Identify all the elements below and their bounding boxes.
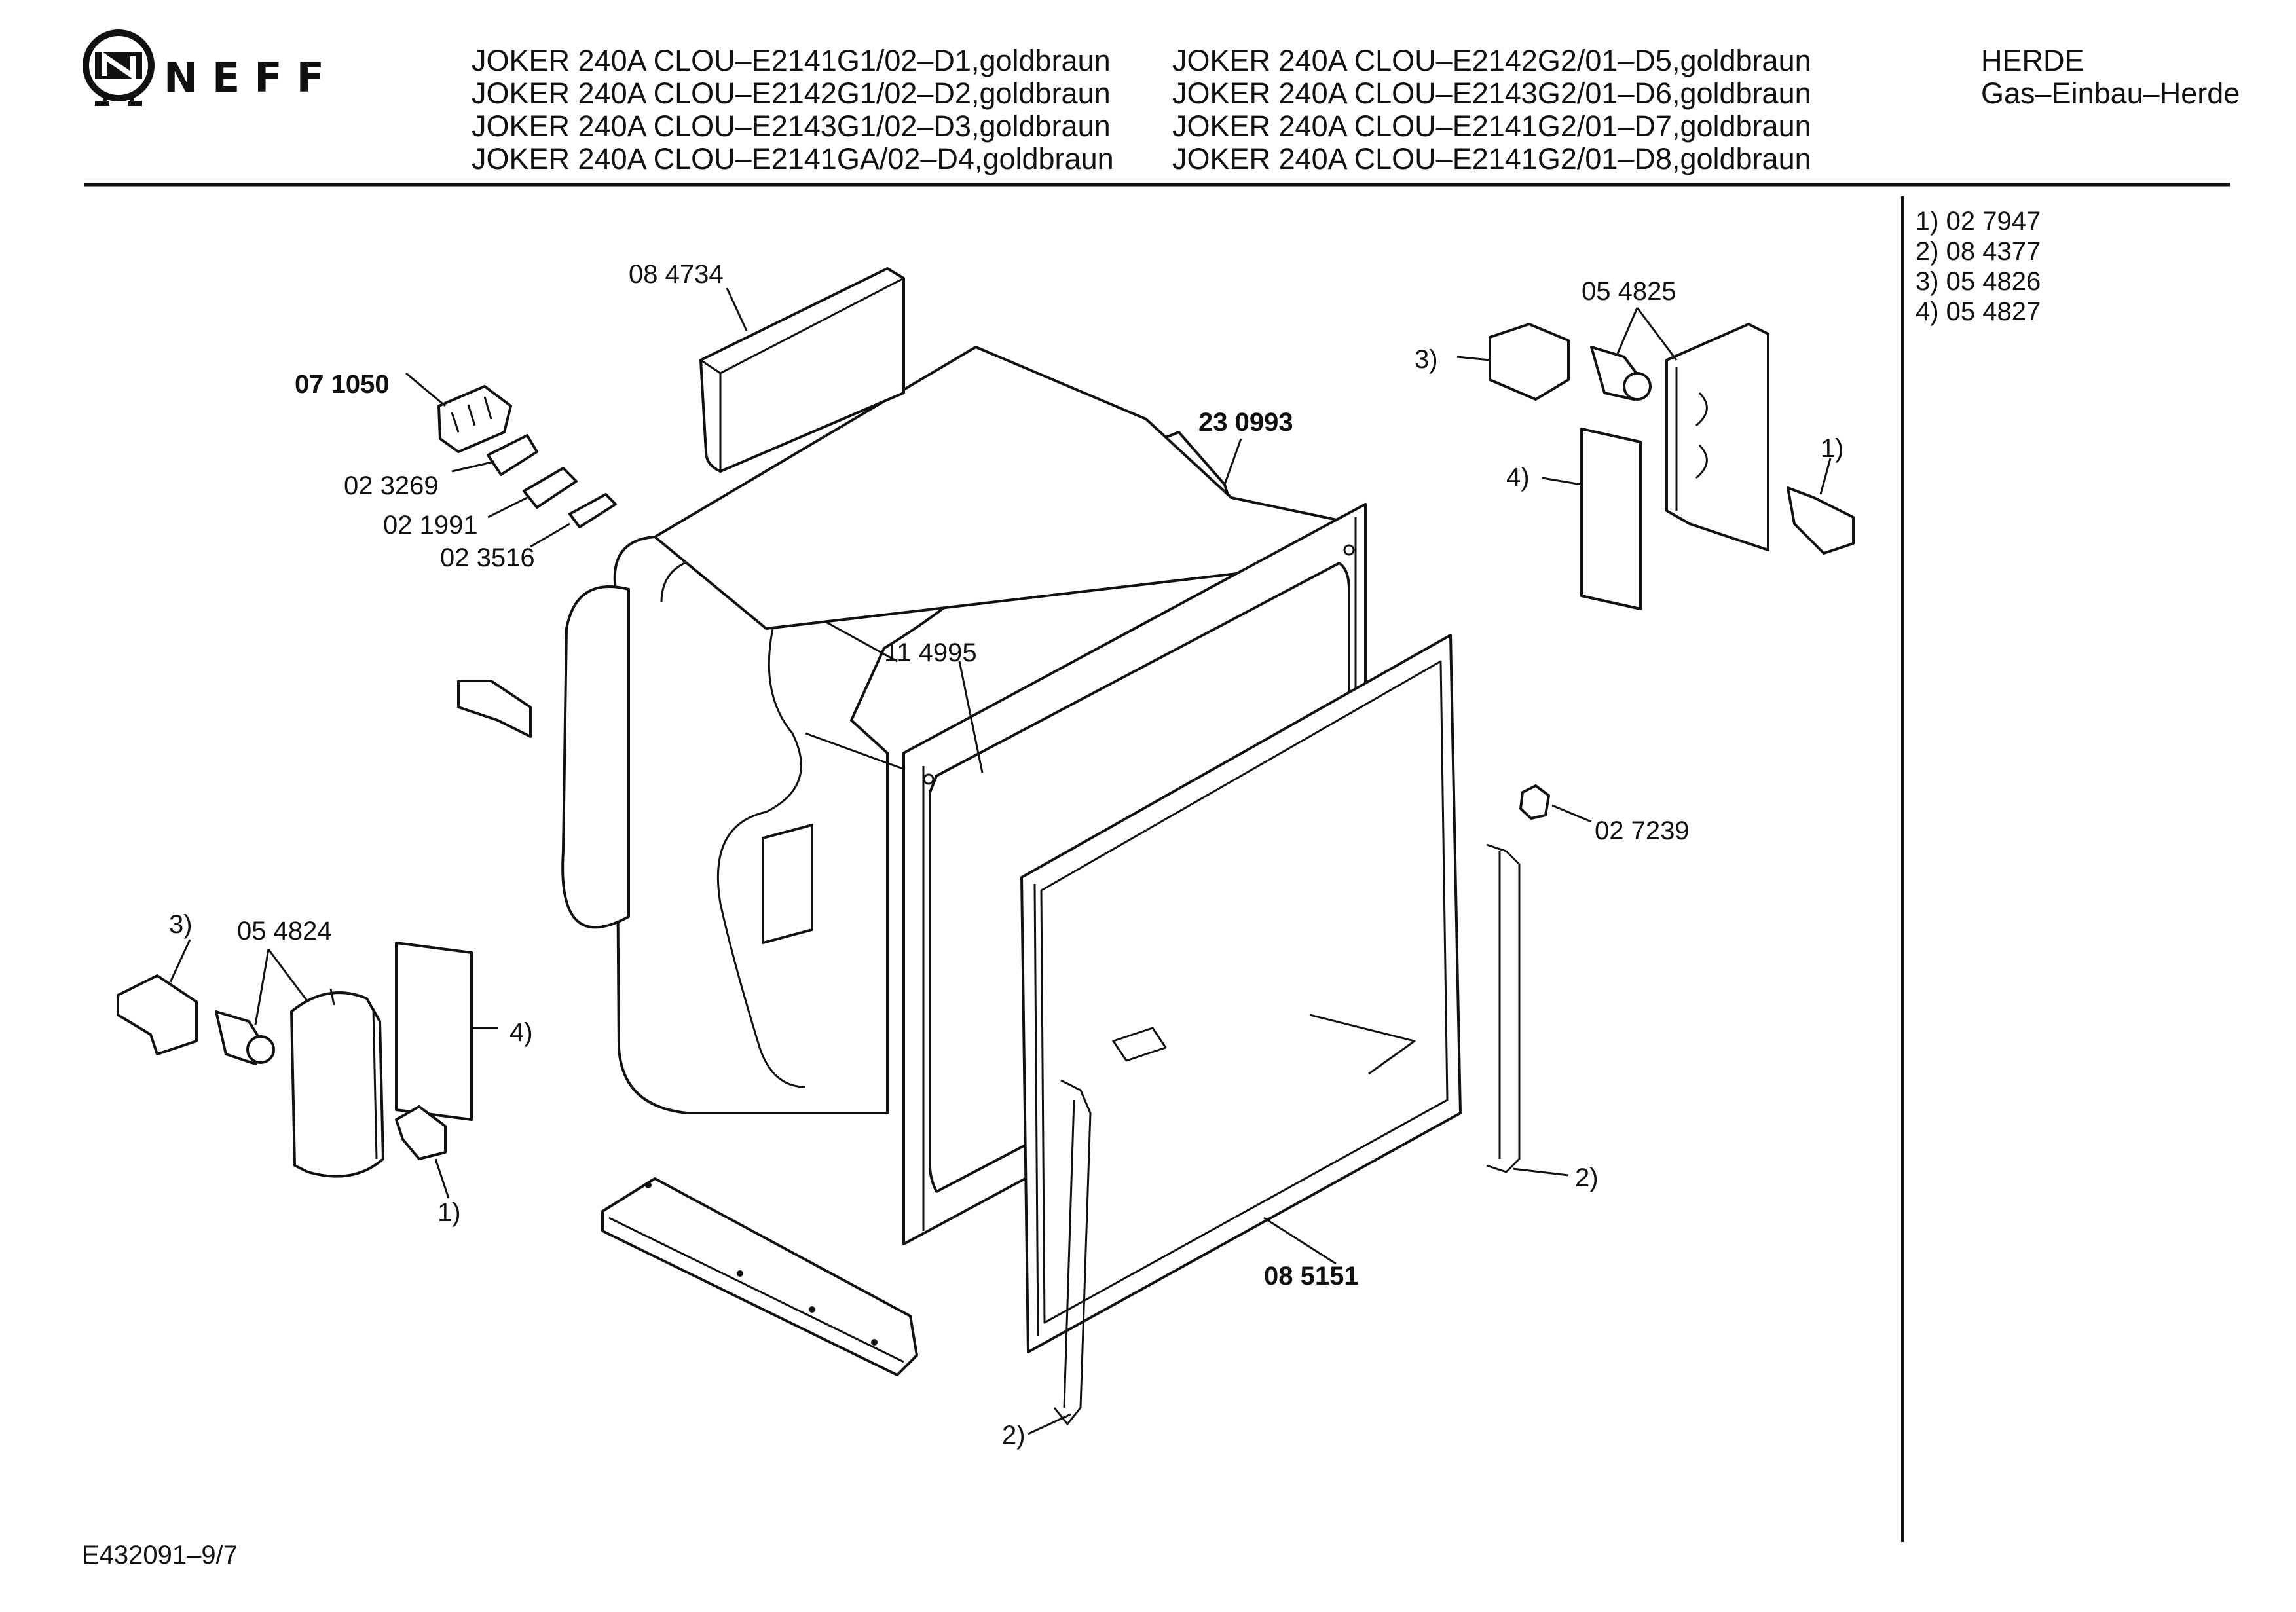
model-line: JOKER 240A CLOU–E2141G2/01–D7,goldbraun	[1172, 109, 1811, 143]
part-ref-4-right: 4)	[1506, 463, 1530, 492]
part-ref-2-left: 2)	[1002, 1421, 1026, 1450]
part-ref-2-right: 2)	[1575, 1163, 1599, 1192]
model-list-left: JOKER 240A CLOU–E2141G1/02–D1,goldbraun …	[472, 45, 1114, 175]
part-label-230993: 23 0993	[1198, 408, 1293, 437]
model-line: JOKER 240A CLOU–E2142G1/02–D2,goldbraun	[472, 77, 1111, 110]
part-label-054824: 05 4824	[237, 917, 332, 945]
brand-wordmark: NEFF	[164, 54, 339, 101]
part-label-085151: 08 5151	[1264, 1262, 1359, 1291]
part-ref-4-left: 4)	[509, 1018, 533, 1047]
legend-item: 1) 02 7947	[1916, 207, 2041, 236]
drawing-code: E432091–9/7	[82, 1541, 238, 1569]
model-line: JOKER 240A CLOU–E2143G1/02–D3,goldbraun	[472, 109, 1111, 143]
part-label-114995: 11 4995	[884, 638, 977, 667]
part-ref-1-right: 1)	[1821, 434, 1844, 463]
bottom-rail	[601, 1177, 918, 1376]
part-ref-3-right: 3)	[1415, 345, 1438, 374]
part-label-023269: 02 3269	[344, 471, 439, 500]
part-label-023516: 02 3516	[440, 543, 535, 572]
top-heat-shield	[699, 267, 905, 473]
model-line: JOKER 240A CLOU–E2141G2/01–D8,goldbraun	[1172, 142, 1811, 175]
legend-list: 1) 02 7947 2) 08 4377 3) 05 4826 4) 05 4…	[1916, 206, 2041, 327]
model-list-right: JOKER 240A CLOU–E2142G2/01–D5,goldbraun …	[1172, 45, 1811, 175]
legend-item: 2) 08 4377	[1916, 237, 2041, 266]
right-lamp-assembly	[1489, 323, 1855, 610]
category-block: HERDE Gas–Einbau–Herde	[1981, 45, 2240, 110]
door-frame	[1020, 634, 1462, 1353]
part-label-027239: 02 7239	[1595, 816, 1690, 845]
category-title: HERDE	[1981, 44, 2084, 77]
part-ref-3-left: 3)	[169, 910, 193, 939]
neff-logo-icon	[83, 29, 155, 106]
legend-item: 4) 05 4827	[1916, 297, 2041, 326]
door-hinge-rod-left	[1053, 1079, 1092, 1425]
model-line: JOKER 240A CLOU–E2143G2/01–D6,goldbraun	[1172, 77, 1811, 110]
part-ref-1-left: 1)	[437, 1198, 461, 1227]
wire-clip	[1519, 784, 1550, 820]
door-hinge-rod-right	[1486, 843, 1521, 1173]
category-subtitle: Gas–Einbau–Herde	[1981, 77, 2240, 110]
model-line: JOKER 240A CLOU–E2142G2/01–D5,goldbraun	[1172, 44, 1811, 77]
mounting-bracket	[457, 680, 532, 738]
left-lamp-assembly	[117, 942, 473, 1178]
part-label-054825: 05 4825	[1582, 277, 1676, 306]
legend-item: 3) 05 4826	[1916, 267, 2041, 296]
model-line: JOKER 240A CLOU–E2141G1/02–D1,goldbraun	[472, 44, 1111, 77]
leader-lines	[169, 287, 1832, 1435]
part-label-084734: 08 4734	[629, 260, 724, 289]
switch-assembly	[437, 385, 617, 528]
part-label-071050: 07 1050	[295, 370, 390, 399]
model-line: JOKER 240A CLOU–E2141GA/02–D4,goldbraun	[472, 142, 1114, 175]
part-label-021991: 02 1991	[383, 511, 478, 540]
